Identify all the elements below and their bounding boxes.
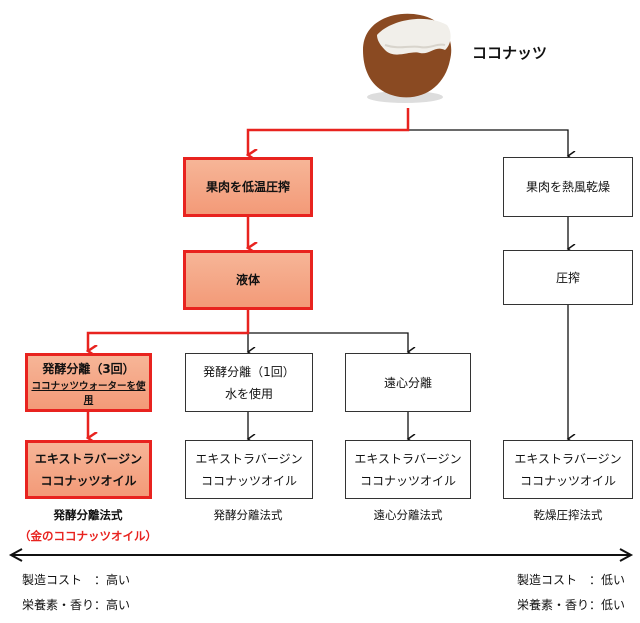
cost-scale-arrow [8,548,634,562]
result-label: エキストラバージン [34,451,143,466]
result-label: エキストラバージン [195,451,303,466]
result-label: エキストラバージン [354,451,462,466]
nutrition-low: 栄養素・香り：低い [517,598,626,612]
black-connectors [248,129,568,439]
result-label: エキストラバージン [514,451,622,466]
method-label-ferment: 発酵分離法式 [213,508,283,522]
dry-press-oil-result-box: エキストラバージン ココナッツオイル [503,440,633,499]
method-label-centrifuge: 遠心分離法式 [373,508,443,522]
result-label: ココナッツオイル [359,473,456,488]
coconut-image [363,13,452,103]
red-connectors [88,108,410,438]
step-label: 発酵分離（3回） [42,361,135,376]
nutrition-high: 栄養素・香り：高い [22,598,131,612]
cost-high: 製造コスト ：高い [22,573,131,587]
result-label: ココナッツオイル [519,473,616,488]
press-box: 圧搾 [503,250,633,305]
cost-low: 製造コスト ：低い [517,573,626,587]
method-label-gold: 発酵分離法式 [53,508,123,522]
step-label: 果肉を低温圧搾 [205,180,290,194]
step-label: 果肉を熱風乾燥 [525,180,610,194]
ferment-1x-box: 発酵分離（1回） 水を使用 [185,353,313,412]
liquid-box: 液体 [183,250,313,310]
ferment-oil-result-box: エキストラバージン ココナッツオイル [185,440,313,499]
step-label: 遠心分離 [383,375,432,390]
hot-air-dry-box: 果肉を熱風乾燥 [503,157,633,217]
gold-oil-result-box: エキストラバージン ココナッツオイル [25,440,152,499]
low-temp-press-box: 果肉を低温圧搾 [183,157,313,217]
step-sublabel: 水を使用 [224,386,273,401]
step-sublabel: ココナッツウォーターを使用 [31,380,146,406]
result-label: ココナッツオイル [40,473,137,488]
centrifuge-oil-result-box: エキストラバージン ココナッツオイル [345,440,471,499]
ferment-3x-box: 発酵分離（3回） ココナッツウォーターを使用 [25,353,152,412]
method-label-dry-press: 乾燥圧搾法式 [533,508,603,522]
gold-oil-note: （金のココナッツオイル） [19,529,157,543]
step-label: 圧搾 [555,270,580,285]
coconut-title: ココナッツ [472,44,548,62]
step-label: 発酵分離（1回） [203,364,295,379]
step-label: 液体 [235,273,260,287]
centrifuge-box: 遠心分離 [345,353,471,412]
result-label: ココナッツオイル [200,473,297,488]
